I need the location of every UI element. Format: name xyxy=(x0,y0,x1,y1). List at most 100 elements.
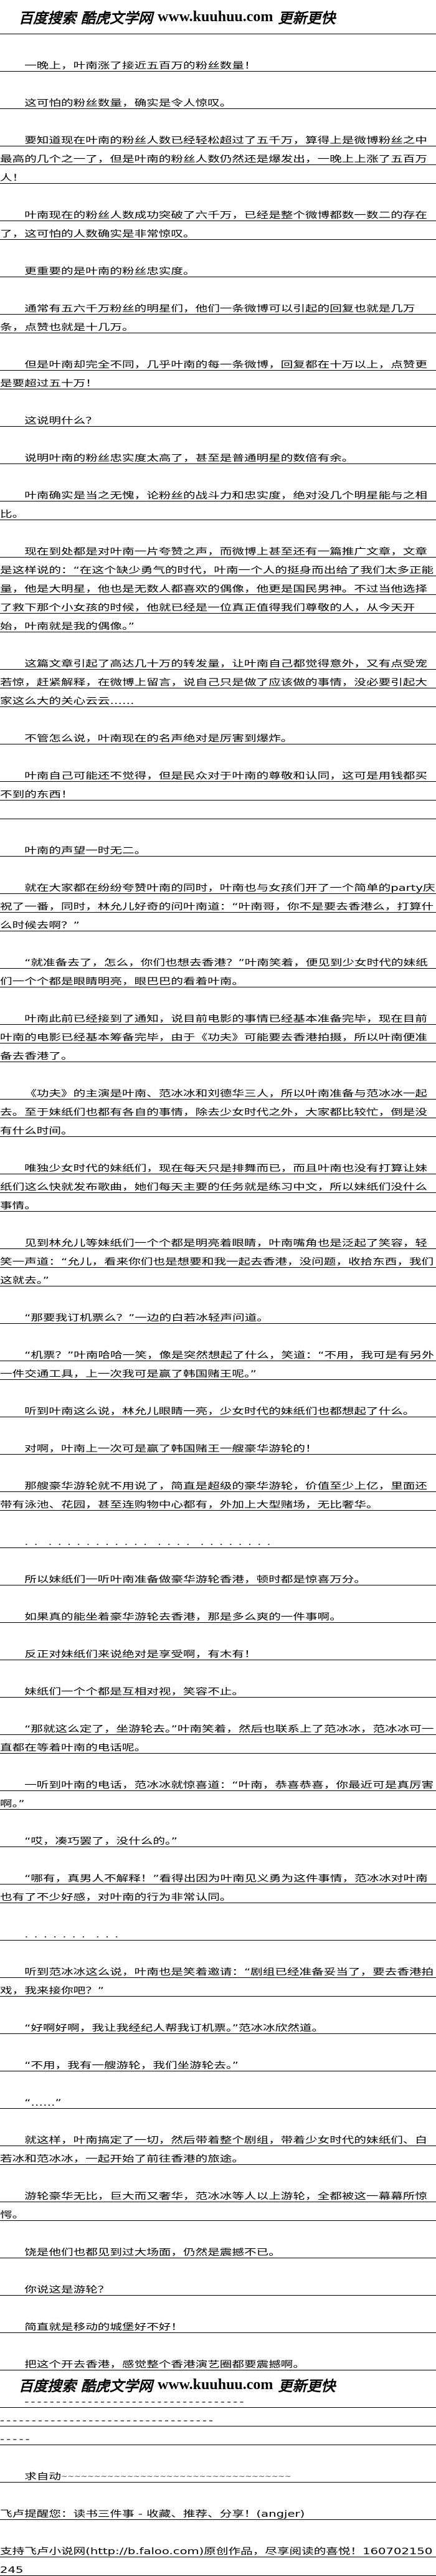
paragraph: 你说这是游轮？ xyxy=(0,2277,436,2296)
paragraph: . . . . . . . . . . xyxy=(0,1922,436,1941)
paragraph-text: “好啊好啊，我让我经纪人帮我订机票。”范冰冰欣然道。 xyxy=(24,2023,325,2033)
paragraph-text: 飞卢提醒您：读书三件事 - 收藏、推荐、分享！(angjer) xyxy=(0,2509,305,2519)
logo-site-name: 酷虎文学网 xyxy=(81,10,153,27)
paragraph-text: 通常有五六千万粉丝的明星们，他们一条微博可以引起的回复也就是几万条，点赞也就是十… xyxy=(0,304,415,333)
paragraph-text: 唯独少女时代的妹纸们，现在每天只是排舞而已，而且叶南也没有打算让妹纸们这么快就发… xyxy=(0,1164,427,1211)
paragraph: 这篇文章引起了高达几十万的转发量，让叶南自己都觉得意外，又有点受宠若惊，赶紧解释… xyxy=(0,651,436,707)
paragraph: 见到林允儿等妹纸们一个个都是明亮着眼睛，叶南嘴角也是泛起了笑容，轻笑一声道：“允… xyxy=(0,1230,436,1286)
paragraph: “不用，我有一艘游轮，我们坐游轮去。” xyxy=(0,2053,436,2071)
paragraph-text: 更重要的是叶南的粉丝忠实度。 xyxy=(24,267,196,277)
paragraph: “好啊好啊，我让我经纪人帮我订机票。”范冰冰欣然道。 xyxy=(0,2015,436,2034)
paragraph-text: 对啊，叶南上一次可是赢了韩国赌王一艘豪华游轮的！ xyxy=(24,1444,318,1454)
paragraph-text: “那就这么定了，坐游轮去。”叶南笑着，然后也联系上了范冰冰，范冰冰可一直都在等着… xyxy=(0,1724,434,1753)
paragraph-text: 听到叶南这么说，林允儿眼睛一亮，少女时代的妹纸们也都想起了什么。 xyxy=(24,1407,415,1417)
paragraph: “……” xyxy=(0,2090,436,2109)
site-logo-header[interactable]: 百度搜索 酷虎文学网 www.kuuhuu.com 更新更快 xyxy=(0,0,436,34)
paragraph-text: 你说这是游轮？ xyxy=(24,2285,110,2295)
logo-baidu-search: 百度搜索 xyxy=(19,10,76,27)
paragraph: 不管怎么说，叶南现在的名声绝对是厉害到爆炸。 xyxy=(0,726,436,744)
paragraph: 叶南现在的粉丝人数成功突破了六千万，已经是整个微博都数一数二的存在了，这可怕的人… xyxy=(0,202,436,240)
logo-url: www.kuuhuu.com xyxy=(158,8,273,25)
paragraph: 叶南确实是当之无愧，论粉丝的战斗力和忠实度，绝对没几个明星能与之相比。 xyxy=(0,483,436,520)
paragraph-text: “那要我订机票么？”一边的白若冰轻声问道。 xyxy=(24,1313,269,1323)
paragraph-text: “不用，我有一艘游轮，我们坐游轮去。” xyxy=(24,2061,239,2071)
paragraph-text: 现在到处都是对叶南一片夸赞之声，而微博上甚至还有一篇推广文章，文章是这样说的：“… xyxy=(0,547,434,632)
paragraph-text: 叶南此前已经接到了通知，说目前电影的事情已经基本准备完毕，现在目前叶南的电影已经… xyxy=(0,1014,427,1062)
paragraph: 唯独少女时代的妹纸们，现在每天只是排舞而已，而且叶南也没有打算让妹纸们这么快就发… xyxy=(0,1156,436,1212)
paragraph-text: 叶南现在的粉丝人数成功突破了六千万，已经是整个微博都数一数二的存在了，这可怕的人… xyxy=(0,211,427,239)
paragraph: 叶南自己可能还不觉得，但是民众对于叶南的尊敬和认同，这可是用钱都买不到的东西！ xyxy=(0,763,436,801)
paragraph: 所以妹纸们一听叶南准备做豪华游轮香港，顿时都是惊喜万分。 xyxy=(0,1567,436,1585)
paragraph-text: 反正对妹纸们来说绝对是享受啊，有木有！ xyxy=(24,1650,257,1660)
paragraph: 这说明什么？ xyxy=(0,408,436,427)
paragraph: 如果真的能坐着豪华游轮去香港，那是多么爽的一件事啊。 xyxy=(0,1604,436,1623)
paragraph: 饶是他们也都见到过大场面，仍然是震撼不已。 xyxy=(0,2240,436,2258)
paragraph-text: 游轮豪华无比，巨大而又奢华，范冰冰等人以上游轮，全都被这一幕幕所惊愕。 xyxy=(0,2192,427,2220)
paragraph: 更重要的是叶南的粉丝忠实度。 xyxy=(0,259,436,277)
paragraph-text: 饶是他们也都见到过大场面，仍然是震撼不已。 xyxy=(24,2248,281,2258)
paragraph-text: 听到范冰冰这么说，叶南也是笑着邀请：“剧组已经准备妥当了，要去香港拍戏，我来接你… xyxy=(0,1967,434,1996)
paragraph-text: 把这个开去香港，感觉整个香港演艺圈都要震撼啊。 xyxy=(24,2360,305,2370)
paragraph-text: 一听到叶南的电话，范冰冰就惊喜道：“叶南，恭喜恭喜，你最近可是真厉害啊。” xyxy=(0,1780,434,1809)
paragraph-text: 叶南自己可能还不觉得，但是民众对于叶南的尊敬和认同，这可是用钱都买不到的东西！ xyxy=(0,771,427,800)
paragraph: 就这样，叶南搞定了一切，然后带着整个剧组，带着少女时代的妹纸们、白若冰和范冰冰，… xyxy=(0,2127,436,2165)
paragraph-text: 这可怕的粉丝数量，确实是令人惊叹。 xyxy=(24,98,232,108)
paragraph-text: 叶南的声望一时无二。 xyxy=(24,846,147,856)
logo-site-name: 酷虎文学网 xyxy=(81,2378,153,2395)
paragraph-text: 就这样，叶南搞定了一切，然后带着整个剧组，带着少女时代的妹纸们、白若冰和范冰冰，… xyxy=(0,2136,427,2164)
paragraph: 就在大家都在纷纷夸赞叶南的同时，叶南也与女孩们开了一个简单的party庆祝了一番… xyxy=(0,875,436,931)
paragraph: 求自动~~~~~~~~~~~~~~~~~~~~~~~~~~~~~~~~~~~ xyxy=(0,2464,436,2483)
paragraph-text: 这说明什么？ xyxy=(24,416,98,426)
paragraph-text: 但是叶南却完全不同，几乎叶南的每一条微博，回复都在十万以上，点赞更是要超过五十万… xyxy=(0,360,427,389)
paragraph: “机票？”叶南哈哈一笑，像是突然想起了什么，笑道：“不用，我可是有另外一件交通工… xyxy=(0,1343,436,1380)
paragraph-text: 《功夫》的主演是叶南、范冰冰和刘德华三人，所以叶南准备与范冰冰一起去。至于妹纸们… xyxy=(0,1089,427,1136)
paragraph-text: . . . . . . . . . . . . . . . . . . . . … xyxy=(24,1538,272,1547)
site-logo-footer[interactable]: 百度搜索 酷虎文学网 www.kuuhuu.com 更新更快 xyxy=(0,2372,340,2397)
paragraph: 对啊，叶南上一次可是赢了韩国赌王一艘豪华游轮的！ xyxy=(0,1436,436,1455)
paragraph: 游轮豪华无比，巨大而又奢华，范冰冰等人以上游轮，全都被这一幕幕所惊愕。 xyxy=(0,2184,436,2221)
logo-slogan: 更新更快 xyxy=(278,2378,336,2395)
paragraph: 但是叶南却完全不同，几乎叶南的每一条微博，回复都在十万以上，点赞更是要超过五十万… xyxy=(0,352,436,389)
tilde-decoration: ~~~~~~~~~~~~~~~~~~~~~~~~~~~~~~~~~~~ xyxy=(61,2474,291,2480)
paragraph-text: 要知道现在叶南的粉丝人数已经轻松超过了五千万，算得上是微博粉丝之中最高的几个之一… xyxy=(0,136,427,183)
paragraph: 听到叶南这么说，林允儿眼睛一亮，少女时代的妹纸们也都想起了什么。 xyxy=(0,1399,436,1417)
paragraph: 那艘豪华游轮就不用说了，简直是超级的豪华游轮，价值至少上亿，里面还带有泳池、花园… xyxy=(0,1473,436,1511)
paragraph-text: 支持飞卢小说网(http://b.faloo.com)原创作品，尽享阅读的喜悦！… xyxy=(0,2547,433,2575)
paragraph: 简直就是移动的城堡好不好！ xyxy=(0,2314,436,2333)
paragraph-text: “……” xyxy=(24,2098,62,2108)
chapter-content: 一晚上，叶南涨了接近五百万的粉丝数量！ 这可怕的粉丝数量，确实是令人惊叹。要知道现… xyxy=(0,53,436,2576)
paragraph: 《功夫》的主演是叶南、范冰冰和刘德华三人，所以叶南准备与范冰冰一起去。至于妹纸们… xyxy=(0,1081,436,1137)
paragraph: ----------------------------------- ----… xyxy=(0,2389,436,2445)
logo-slogan: 更新更快 xyxy=(278,10,336,27)
paragraph: 叶南此前已经接到了通知，说目前电影的事情已经基本准备完毕，现在目前叶南的电影已经… xyxy=(0,1006,436,1062)
paragraph: “哎，凑巧罢了，没什么的。” xyxy=(0,1828,436,1847)
paragraph: 一晚上，叶南涨了接近五百万的粉丝数量！ xyxy=(0,53,436,72)
paragraph: 要知道现在叶南的粉丝人数已经轻松超过了五千万，算得上是微博粉丝之中最高的几个之一… xyxy=(0,128,436,184)
paragraph-text: 那艘豪华游轮就不用说了，简直是超级的豪华游轮，价值至少上亿，里面还带有泳池、花园… xyxy=(0,1481,427,1510)
paragraph: “就准备去了，怎么，你们也想去香港？”叶南笑着，便见到少女时代的妹纸们一个个都是… xyxy=(0,950,436,987)
paragraph: 把这个开去香港，感觉整个香港演艺圈都要震撼啊。 xyxy=(0,2352,436,2370)
paragraph-text: . . . . . . . . . . xyxy=(24,1930,120,1940)
paragraph: 这可怕的粉丝数量，确实是令人惊叹。 xyxy=(0,90,436,109)
paragraph-text: “哎，凑巧罢了，没什么的。” xyxy=(24,1837,178,1846)
paragraph: 飞卢提醒您：读书三件事 - 收藏、推荐、分享！(angjer) xyxy=(0,2501,436,2520)
paragraph-text: 见到林允儿等妹纸们一个个都是明亮着眼睛，叶南嘴角也是泛起了笑容，轻笑一声道：“允… xyxy=(0,1238,434,1286)
paragraph-text: 叶南确实是当之无愧，论粉丝的战斗力和忠实度，绝对没几个明星能与之相比。 xyxy=(0,491,427,520)
paragraph-text: 不管怎么说，叶南现在的名声绝对是厉害到爆炸。 xyxy=(24,734,293,744)
paragraph-text: 就在大家都在纷纷夸赞叶南的同时，叶南也与女孩们开了一个简单的party庆祝了一番… xyxy=(0,883,435,931)
paragraph-text: 简直就是移动的城堡好不好！ xyxy=(24,2322,184,2332)
paragraph-text: ----------------------------------- ----… xyxy=(0,2397,246,2445)
paragraph-text: 一晚上，叶南涨了接近五百万的粉丝数量！ xyxy=(24,61,257,71)
paragraph-text: “哪有，真男人不解释！”看得出因为叶南见义勇为这件事情，范冰冰对叶南也有了不少好… xyxy=(0,1874,428,1903)
paragraph: 听到范冰冰这么说，叶南也是笑着邀请：“剧组已经准备妥当了，要去香港拍戏，我来接你… xyxy=(0,1959,436,1997)
paragraph-text: “机票？”叶南哈哈一笑，像是突然想起了什么，笑道：“不用，我可是有另外一件交通工… xyxy=(0,1351,434,1379)
paragraph-text: 说明叶南的粉丝忠实度太高了，甚至是普通明星的数倍有余。 xyxy=(24,454,354,463)
paragraph: . . . . . . . . . . . . . . . . . . . . … xyxy=(0,1529,436,1548)
paragraph-text: 这篇文章引起了高达几十万的转发量，让叶南自己都觉得意外，又有点受宠若惊，赶紧解释… xyxy=(0,659,427,706)
paragraph-text: 妹纸们一个个都是互相对视，笑容不止。 xyxy=(24,1687,244,1697)
paragraph-text: 所以妹纸们一听叶南准备做豪华游轮香港，顿时都是惊喜万分。 xyxy=(24,1575,366,1585)
paragraph: 现在到处都是对叶南一片夸赞之声，而微博上甚至还有一篇推广文章，文章是这样说的：“… xyxy=(0,539,436,632)
paragraph: 一听到叶南的电话，范冰冰就惊喜道：“叶南，恭喜恭喜，你最近可是真厉害啊。” xyxy=(0,1772,436,1810)
paragraph: 妹纸们一个个都是互相对视，笑容不止。 xyxy=(0,1679,436,1698)
paragraph-text: “就准备去了，怎么，你们也想去香港？”叶南笑着，便见到少女时代的妹纸们一个个都是… xyxy=(0,958,428,987)
